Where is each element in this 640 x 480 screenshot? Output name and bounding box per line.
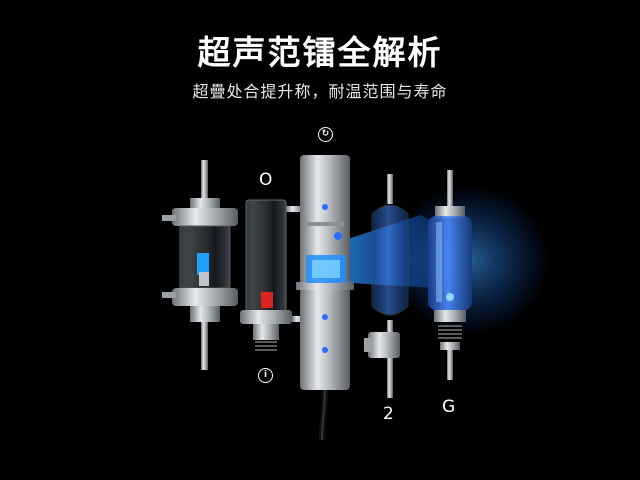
small-glass-tube xyxy=(240,199,306,351)
flange-chamber xyxy=(162,160,238,370)
label-o: O xyxy=(259,170,273,190)
steel-column xyxy=(296,155,354,441)
page-subtitle: 超疊处合提升称，耐温范围与寿命 xyxy=(192,82,448,101)
label-2: 2 xyxy=(383,404,394,424)
dark-glass-tube xyxy=(364,174,409,398)
info-icon: i xyxy=(258,368,273,383)
refresh-icon: ↻ xyxy=(318,127,333,142)
label-g: G xyxy=(442,397,456,417)
page-title: 超声范镭全解析 xyxy=(197,33,443,72)
blue-glowing-tube xyxy=(428,170,472,380)
